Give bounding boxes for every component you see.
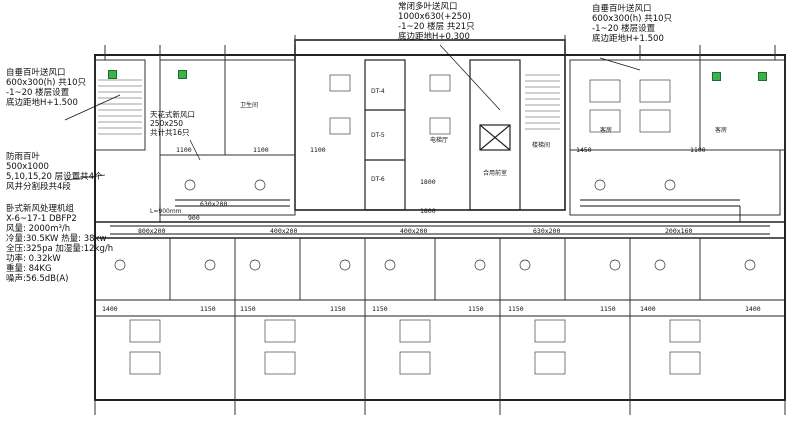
beds-upper [329, 74, 671, 135]
duct-size: 200x160 [665, 227, 693, 235]
stair-right [525, 74, 560, 130]
annotation-line: 底边距地H+1.500 [592, 34, 664, 44]
diffuser-marker [758, 72, 767, 81]
annotation-fresh-air: 天花式新风口 250x250 共计共16只 [150, 110, 195, 137]
lift-shafts [364, 59, 521, 211]
room-label: 客房 [715, 127, 728, 134]
dimension: 1150 [468, 305, 484, 313]
unit-spec-line: 重量: 84KG [6, 264, 52, 274]
annotation-title: 天花式新风口 [150, 110, 195, 119]
annotation-line: 底边距地H+1.500 [6, 98, 78, 108]
annotation-left-top: 自垂百叶送风口 600x300(h) 共10只 -1~20 楼层设置 底边距地H… [6, 68, 86, 108]
diffuser-marker [712, 72, 721, 81]
dimension: 1400 [745, 305, 761, 313]
leader-lines [64, 44, 641, 181]
stair-left [98, 79, 142, 135]
lift-label: DT-5 [371, 132, 385, 139]
diffuser-marker [108, 70, 117, 79]
dimension: 1100 [253, 146, 269, 154]
room-label: 楼梯间 [532, 142, 551, 149]
annotation-top-right: 自垂百叶送风口 600x300(h) 共10只 -1~20 楼层设置 底边距地H… [592, 4, 672, 44]
dimension: 1150 [200, 305, 216, 313]
annotation-left-mid: 防雨百叶 500x1000 5,10,15,20 层设置共4个 风井分割段共4段 [6, 152, 103, 192]
dimension: 1150 [600, 305, 616, 313]
annotation-title: 防雨百叶 [6, 152, 41, 162]
annotation-title: 自垂百叶送风口 [592, 4, 652, 14]
upper-rooms [94, 59, 786, 216]
unit-spec-line: 风量: 2000m³/h [6, 224, 71, 234]
dimension: 1450 [576, 146, 592, 154]
lower-rooms [169, 238, 701, 400]
duct-size: 400x200 [400, 227, 428, 235]
room-label: L=900mm [150, 208, 182, 215]
dimension: 1800 [420, 178, 436, 186]
diffuser-marker [178, 70, 187, 79]
dimension: 900 [188, 214, 200, 222]
dimension: 1150 [330, 305, 346, 313]
annotation-line: 共计共16只 [150, 128, 190, 137]
unit-spec-line: 功率: 0.32kW [6, 254, 61, 264]
room-label: 客房 [600, 127, 613, 134]
dimension: 1150 [240, 305, 256, 313]
dimension: 1150 [372, 305, 388, 313]
annotation-line: -1~20 楼层设置 [592, 24, 656, 34]
dimension: 1100 [176, 146, 192, 154]
dimension: 1400 [640, 305, 656, 313]
annotation-line: 风井分割段共4段 [6, 182, 71, 192]
duct-size: 630x200 [200, 200, 228, 208]
duct-size: 400x200 [270, 227, 298, 235]
lift-label: DT-4 [371, 88, 385, 95]
annotation-line: 1000x630(+250) [398, 12, 471, 22]
lift-label: DT-6 [371, 176, 385, 183]
unit-spec-line: X-6~17-1 DBFP2 [6, 214, 77, 224]
room-label: 电梯厅 [430, 137, 449, 144]
unit-spec-line: 全压:325pa 加湿量:12kg/h [6, 244, 114, 254]
duct-size: 800x200 [138, 227, 166, 235]
annotation-line: 250x250 [150, 119, 184, 128]
axis-top [104, 35, 776, 60]
unit-spec-line: 噪声:56.5dB(A) [6, 274, 69, 284]
unit-spec-line: 冷量:30.5KW 热量: 38kw [6, 234, 107, 244]
room-label: 合用前室 [483, 170, 508, 177]
duct-size: 630x200 [533, 227, 561, 235]
annotation-title: 自垂百叶送风口 [6, 68, 66, 78]
dimension: 1100 [690, 146, 706, 154]
annotation-line: 600x300(h) 共10只 [592, 14, 673, 24]
unit-spec-title: 卧式新风处理机组 [6, 204, 75, 214]
annotation-line: 底边距地H+0.300 [398, 32, 470, 42]
bath-fixtures [114, 179, 756, 271]
annotation-line: 500x1000 [6, 162, 49, 172]
unit-spec-block: 卧式新风处理机组 X-6~17-1 DBFP2 风量: 2000m³/h 冷量:… [6, 204, 113, 284]
ducts [110, 199, 770, 235]
annotation-line: -1~20 楼层 共21只 [398, 22, 475, 32]
annotation-line: 600x300(h) 共10只 [6, 78, 87, 88]
annotation-line: -1~20 楼层设置 [6, 88, 70, 98]
axis-bottom [94, 400, 786, 415]
annotation-line: 5,10,15,20 层设置共4个 [6, 172, 103, 182]
outer-wall [94, 54, 786, 401]
room-label: 卫生间 [240, 102, 259, 109]
dimension: 1150 [508, 305, 524, 313]
dimension: 1400 [102, 305, 118, 313]
annotation-top-center: 常闭多叶送风口 1000x630(+250) -1~20 楼层 共21只 底边距… [398, 2, 475, 42]
beds-lower [129, 319, 701, 375]
annotation-title: 常闭多叶送风口 [398, 2, 458, 12]
dimension: 1800 [420, 207, 436, 215]
dimension: 1100 [310, 146, 326, 154]
